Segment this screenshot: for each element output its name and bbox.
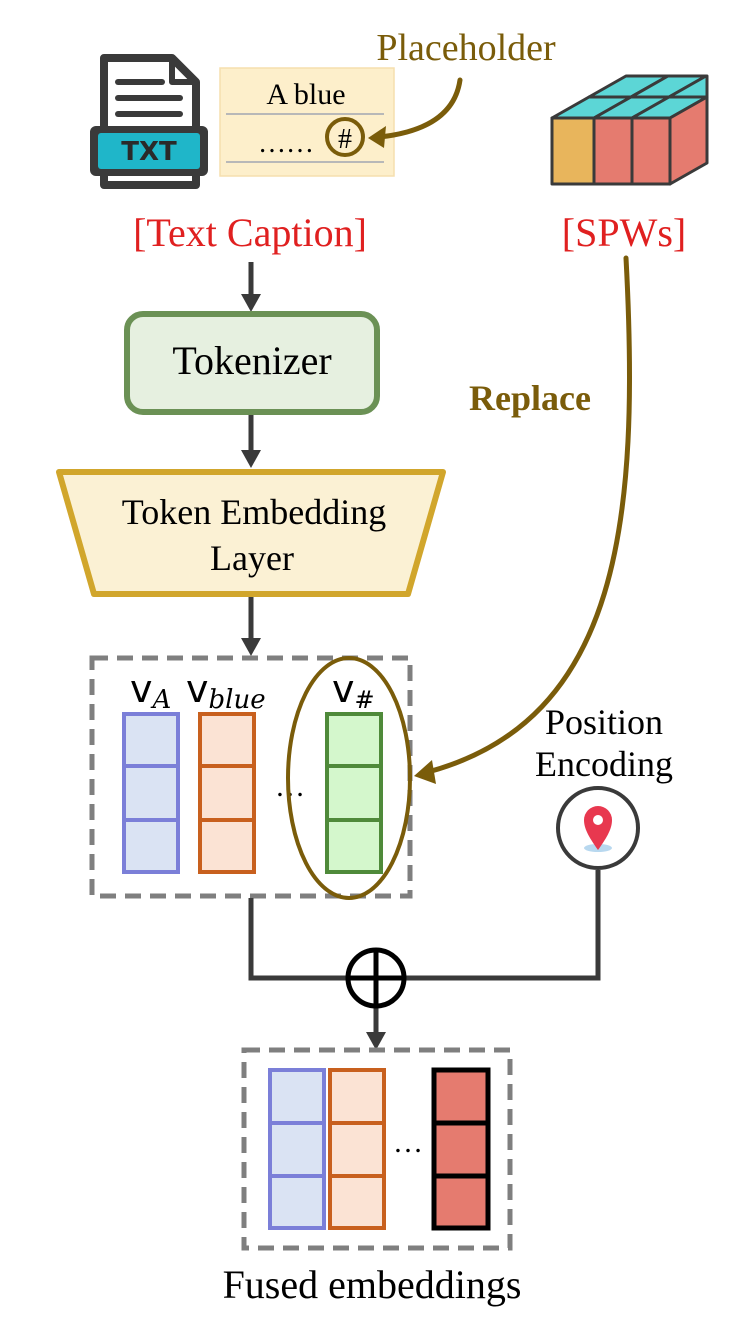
vector-hash [325,712,383,874]
fused-vector-blue [328,1068,386,1230]
fusion-plus-icon [345,947,407,1009]
txt-file-icon: TXT [90,54,208,189]
token-embedding-layer-block: Token Embedding Layer [56,469,446,597]
vector-label-a: vA [130,667,171,715]
spw-cubes-icon [550,74,709,186]
fused-vector-spw [431,1067,491,1231]
location-pin-icon [556,786,640,870]
replace-label: Replace [469,378,591,418]
tokenizer-block: Tokenizer [124,311,380,415]
placeholder-marker-circle [325,117,365,157]
caption-line-2-dots: …… [258,128,314,159]
replace-arrow [414,255,633,784]
vector-a [122,712,180,874]
fused-vector-a [268,1068,326,1230]
placeholder-label: Placeholder [376,27,556,69]
fusion-connectors [248,870,601,1034]
embedding-layer-line-2: Layer [210,538,294,578]
embedding-layer-line-1: Token Embedding [122,492,386,532]
spws-label: [SPWs] [562,210,686,255]
caption-line-1: A blue [266,78,345,111]
placeholder-symbol: # [338,124,352,155]
fusion-down-arrowhead [366,1032,386,1050]
vector-label-hash: v# [332,667,375,714]
position-encoding-line-1: Position [545,702,663,742]
fused-embeddings-label: Fused embeddings [223,1262,522,1307]
replace-target-ellipse [286,656,412,900]
tokenizer-label: Tokenizer [172,338,331,383]
flow-arrow-tokenizer-to-embedding [241,414,261,468]
vector-label-blue: vblue [186,667,266,715]
txt-badge-label: TXT [121,137,177,167]
text-caption-label: [Text Caption] [133,210,367,255]
fused-ellipsis: … [393,1126,423,1159]
position-encoding-line-2: Encoding [535,744,673,784]
vector-blue [198,712,256,874]
flow-arrow-embedding-to-vectors [241,596,261,656]
flow-arrow-caption-to-tokenizer [241,262,261,312]
caption-card: A blue …… # [219,67,395,177]
fused-embeddings-group [241,1047,513,1251]
placeholder-pointer-arrow [368,77,463,148]
